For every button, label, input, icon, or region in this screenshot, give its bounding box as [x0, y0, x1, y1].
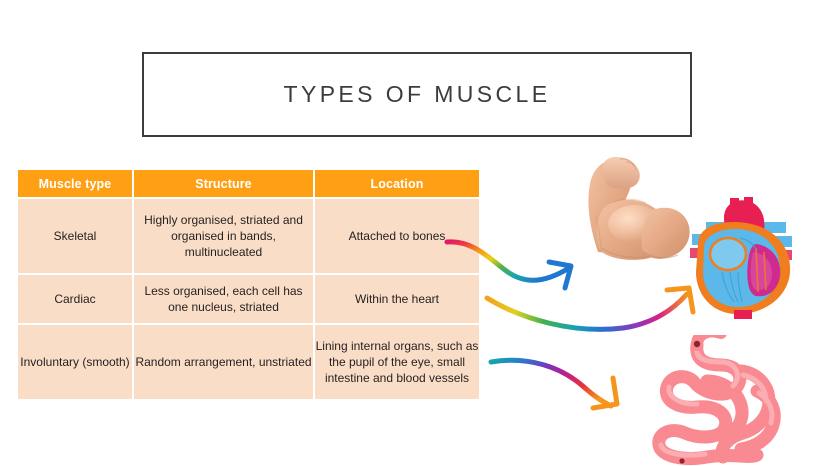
heart-cross-section-image: [690, 197, 792, 319]
arrow-involuntary-to-intestine: [488, 357, 620, 411]
cell-muscle-type: Involuntary (smooth): [18, 325, 132, 399]
cell-muscle-type: Skeletal: [18, 199, 132, 273]
table-row: Skeletal Highly organised, striated and …: [18, 199, 479, 273]
cell-structure: Random arrangement, unstriated: [134, 325, 313, 399]
muscle-types-table: Muscle type Structure Location Skeletal …: [16, 168, 481, 401]
page-title: TYPES OF MUSCLE: [283, 81, 551, 107]
table-header-row: Muscle type Structure Location: [18, 170, 479, 197]
table-row: Cardiac Less organised, each cell has on…: [18, 275, 479, 323]
slide-title-box: TYPES OF MUSCLE: [142, 52, 692, 137]
column-header-muscle-type: Muscle type: [18, 170, 132, 197]
arrow-cardiac-to-heart: [484, 285, 696, 332]
cell-muscle-type: Cardiac: [18, 275, 132, 323]
column-header-structure: Structure: [134, 170, 313, 197]
cell-structure: Highly organised, striated and organised…: [134, 199, 313, 273]
cell-location: Within the heart: [315, 275, 479, 323]
small-intestine-image: [652, 335, 781, 465]
flexed-arm-bicep-image: [588, 157, 690, 260]
cell-structure: Less organised, each cell has one nucleu…: [134, 275, 313, 323]
column-header-location: Location: [315, 170, 479, 197]
cell-location: Lining internal organs, such as the pupi…: [315, 325, 479, 399]
table-row: Involuntary (smooth) Random arrangement,…: [18, 325, 479, 399]
cell-location: Attached to bones: [315, 199, 479, 273]
